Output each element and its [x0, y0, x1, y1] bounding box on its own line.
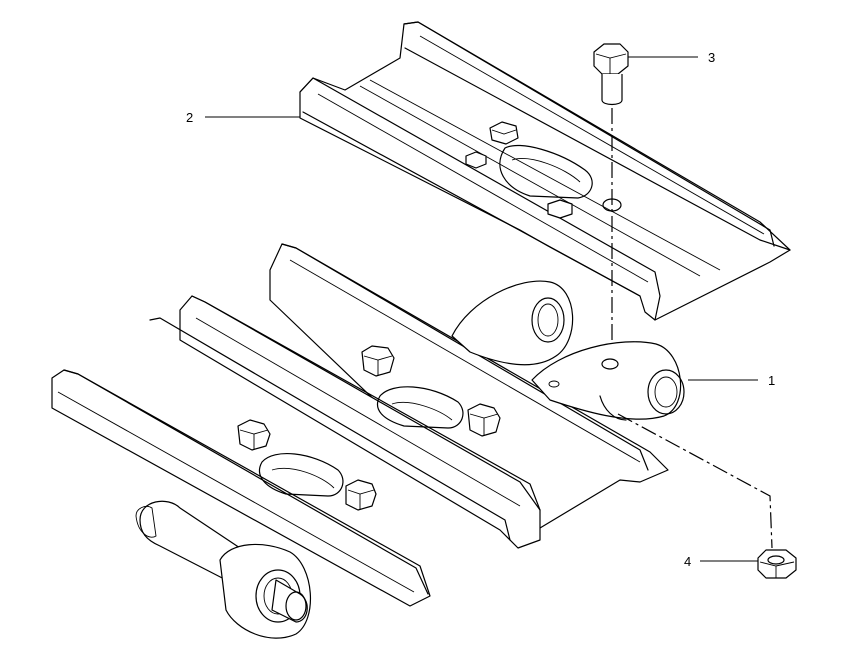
callout-2: 2	[186, 110, 193, 125]
callout-1: 1	[768, 373, 775, 388]
callout-4: 4	[684, 554, 691, 569]
lower-track-assembly	[51, 243, 685, 639]
callout-3: 3	[708, 50, 715, 65]
bolt	[593, 43, 629, 106]
nut	[757, 549, 797, 579]
upper-track-shoe	[299, 21, 791, 321]
nut-centerline	[617, 413, 773, 549]
